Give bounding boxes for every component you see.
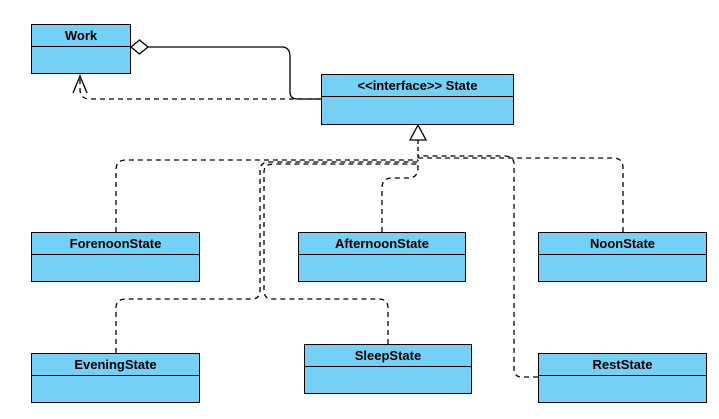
- class-reststate-name: RestState: [539, 354, 706, 376]
- class-work-name: Work: [32, 25, 130, 47]
- class-sleepstate[interactable]: SleepState: [304, 344, 472, 394]
- dependency-line: [79, 76, 321, 100]
- class-state-interface[interactable]: <<interface>> State: [321, 74, 514, 125]
- class-forenoonstate-name: ForenoonState: [32, 233, 199, 255]
- class-afternoonstate[interactable]: AfternoonState: [298, 232, 466, 282]
- realization-line-rest: [418, 155, 538, 378]
- realization-line-sleep: [263, 163, 418, 344]
- class-eveningstate[interactable]: EveningState: [31, 353, 200, 403]
- realization-line-evening: [115, 161, 418, 353]
- class-sleepstate-name: SleepState: [305, 345, 471, 367]
- class-eveningstate-name: EveningState: [32, 354, 199, 376]
- aggregation-diamond: [129, 39, 150, 55]
- class-noonstate-name: NoonState: [539, 233, 706, 255]
- class-afternoonstate-name: AfternoonState: [299, 233, 465, 255]
- realization-line-forenoon: [115, 159, 418, 232]
- class-forenoonstate[interactable]: ForenoonState: [31, 232, 200, 282]
- class-state-interface-name: <<interface>> State: [322, 75, 513, 97]
- class-noonstate[interactable]: NoonState: [538, 232, 707, 282]
- realization-line-noon: [418, 157, 624, 232]
- realization-triangle: [408, 123, 428, 141]
- dependency-arrowhead: [72, 74, 88, 94]
- aggregation-line: [148, 46, 321, 100]
- class-work[interactable]: Work: [31, 24, 131, 74]
- realization-line-afternoon: [381, 160, 419, 232]
- class-reststate[interactable]: RestState: [538, 353, 707, 403]
